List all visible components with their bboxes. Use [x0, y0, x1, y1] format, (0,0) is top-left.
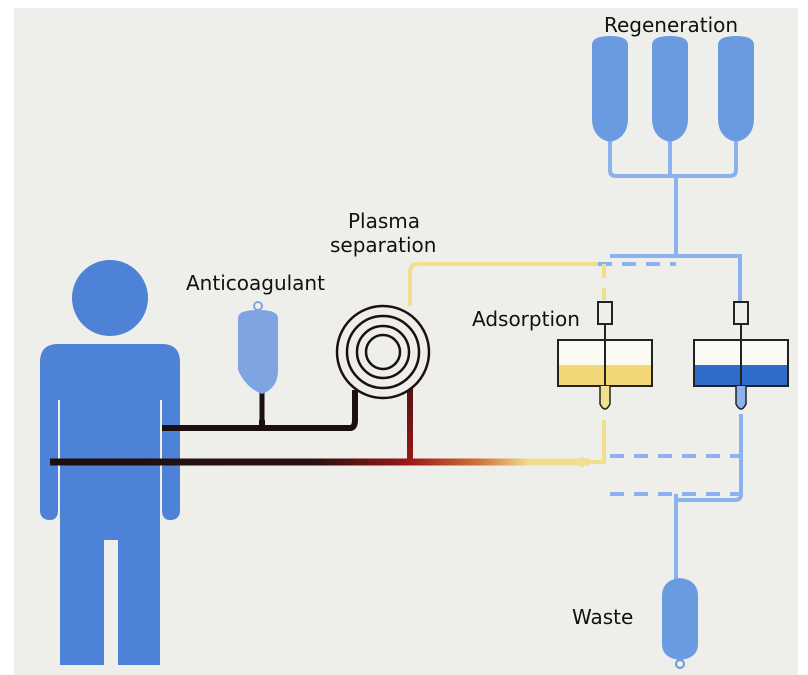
flow-arrow-icon	[572, 456, 584, 468]
regeneration-bags	[592, 36, 754, 142]
regeneration-label: Regeneration	[604, 13, 738, 37]
person-icon	[40, 260, 180, 665]
adsorption-label: Adsorption	[472, 307, 580, 331]
adsorption-column-icon	[557, 301, 653, 410]
anticoagulant-label: Anticoagulant	[186, 271, 325, 295]
dashed-valve-lines	[598, 262, 740, 496]
bag-icon	[238, 301, 278, 394]
separation-label: separation	[330, 233, 436, 257]
plasma-separator-icon	[335, 304, 431, 400]
waste-label: Waste	[572, 605, 633, 629]
plasma-label: Plasma	[348, 209, 420, 233]
bag-icon	[662, 578, 698, 669]
waste-tubing	[674, 414, 743, 580]
bag-icon	[652, 36, 688, 142]
bag-icon	[718, 36, 754, 142]
regeneration-tubing	[608, 142, 742, 310]
bag-icon	[592, 36, 628, 142]
adsorption-column-icon	[693, 301, 789, 410]
